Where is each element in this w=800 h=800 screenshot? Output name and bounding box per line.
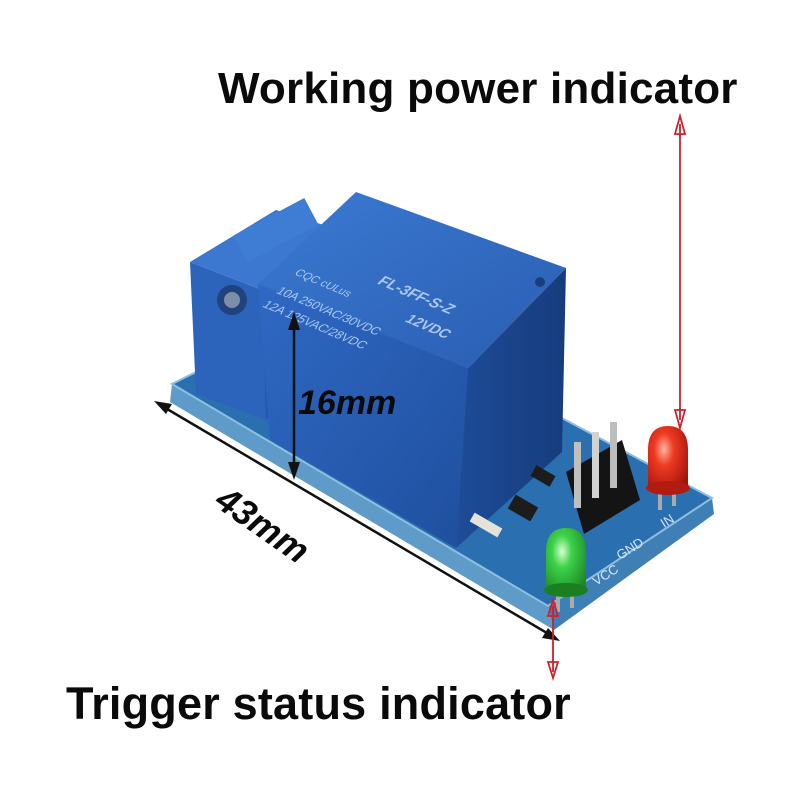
trigger-indicator-arrow	[546, 596, 560, 682]
power-indicator-caption: Working power indicator	[218, 64, 738, 113]
width-dimension-arrow	[154, 401, 560, 641]
power-indicator-arrow	[673, 112, 687, 432]
smd-components	[469, 465, 556, 538]
height-dimension-arrow	[288, 312, 300, 480]
red-led-icon	[646, 426, 690, 510]
relay-body: FL-3FF-S-Z 12VDC CQC cULus 10A 250VAC/30…	[258, 192, 566, 548]
green-led-icon	[544, 528, 588, 612]
trigger-indicator-caption: Trigger status indicator	[66, 678, 571, 729]
height-dimension-label: 16mm	[298, 384, 397, 422]
